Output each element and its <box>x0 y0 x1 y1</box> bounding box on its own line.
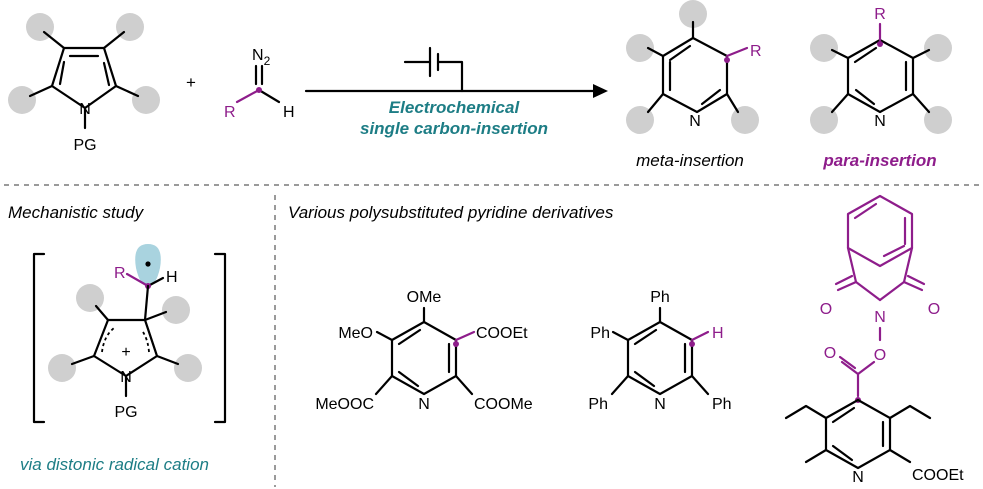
mechanism-r-label: R <box>114 265 126 282</box>
substituent-circle <box>48 354 76 382</box>
c3-linking-o: O <box>874 347 886 364</box>
substituent-circle <box>626 106 654 134</box>
diazo-n2-label: N2 <box>252 47 271 68</box>
distonic-caption: via distonic radical cation <box>20 455 209 474</box>
substituent-circle <box>924 34 952 62</box>
plus-sign: + <box>186 73 196 92</box>
c2-ph-br: Ph <box>712 396 732 413</box>
substituent-circle <box>76 284 104 312</box>
substituent-circle <box>8 86 36 114</box>
substituent-circle <box>731 106 759 134</box>
compound-2: Ph Ph H Ph Ph N <box>588 289 731 413</box>
para-insertion-label: para-insertion <box>822 151 936 170</box>
substituent-circle <box>810 106 838 134</box>
carbene-dot <box>256 87 262 93</box>
substituent-circle <box>174 354 202 382</box>
compound-3: O O N O O N COOEt <box>784 194 964 486</box>
substituent-circle <box>924 106 952 134</box>
c3-nitrogen: N <box>852 469 864 486</box>
diazo-h-label: H <box>283 104 295 121</box>
c3-imide-o2: O <box>928 301 940 318</box>
pyrrole-nitrogen: N <box>79 101 91 118</box>
c2-nitrogen: N <box>654 396 666 413</box>
c3-imide-o1: O <box>820 301 832 318</box>
mechanistic-study-title: Mechanistic study <box>8 203 145 222</box>
para-r-label: R <box>874 6 886 23</box>
condition-line-1: Electrochemical <box>389 98 521 117</box>
c1-nitrogen: N <box>418 396 430 413</box>
substituent-circle <box>626 34 654 62</box>
c2-ph-top: Ph <box>650 289 670 306</box>
substituent-circle <box>162 296 190 324</box>
c3-imide-n: N <box>874 309 886 326</box>
distonic-radical-cation: R H + N PG <box>32 244 227 424</box>
meta-r-label: R <box>750 43 762 60</box>
substituent-circle <box>810 34 838 62</box>
diazo-r-label: R <box>224 104 236 121</box>
protecting-group-label: PG <box>73 137 96 154</box>
c1-ome: OMe <box>407 289 442 306</box>
radical-dot <box>145 261 151 267</box>
mechanism-pg-label: PG <box>114 404 137 421</box>
substituent-circle <box>116 13 144 41</box>
inserted-carbon-dot <box>877 41 883 47</box>
meta-product: R N <box>626 0 762 134</box>
inserted-carbon-dot <box>724 57 730 63</box>
c2-ph-left: Ph <box>590 325 610 342</box>
c3-carbonyl-o: O <box>824 345 836 362</box>
diazo-reagent: N2 R H <box>224 47 295 121</box>
meta-insertion-label: meta-insertion <box>636 151 744 170</box>
mechanism-nitrogen: N <box>120 369 132 386</box>
reaction-arrow <box>304 46 608 98</box>
c1-meooc: MeOOC <box>315 396 374 413</box>
condition-line-2: single carbon-insertion <box>360 119 548 138</box>
c2-h: H <box>712 325 724 342</box>
compound-1: OMe MeO COOEt MeOOC COOMe N <box>315 289 532 413</box>
c2-ph-bl: Ph <box>588 396 608 413</box>
substituent-circle <box>679 0 707 28</box>
derivatives-title: Various polysubstituted pyridine derivat… <box>288 203 614 222</box>
substituent-circle <box>132 86 160 114</box>
mechanism-h-label: H <box>166 269 178 286</box>
c1-cooet: COOEt <box>476 325 528 342</box>
pyrrole-substrate: N PG <box>8 13 160 154</box>
c1-coome: COOMe <box>474 396 533 413</box>
para-nitrogen: N <box>874 113 886 130</box>
c1-meo: MeO <box>338 325 373 342</box>
positive-charge: + <box>121 344 130 361</box>
para-product: R N <box>810 6 952 134</box>
c3-cooet: COOEt <box>912 467 964 484</box>
meta-nitrogen: N <box>689 113 701 130</box>
